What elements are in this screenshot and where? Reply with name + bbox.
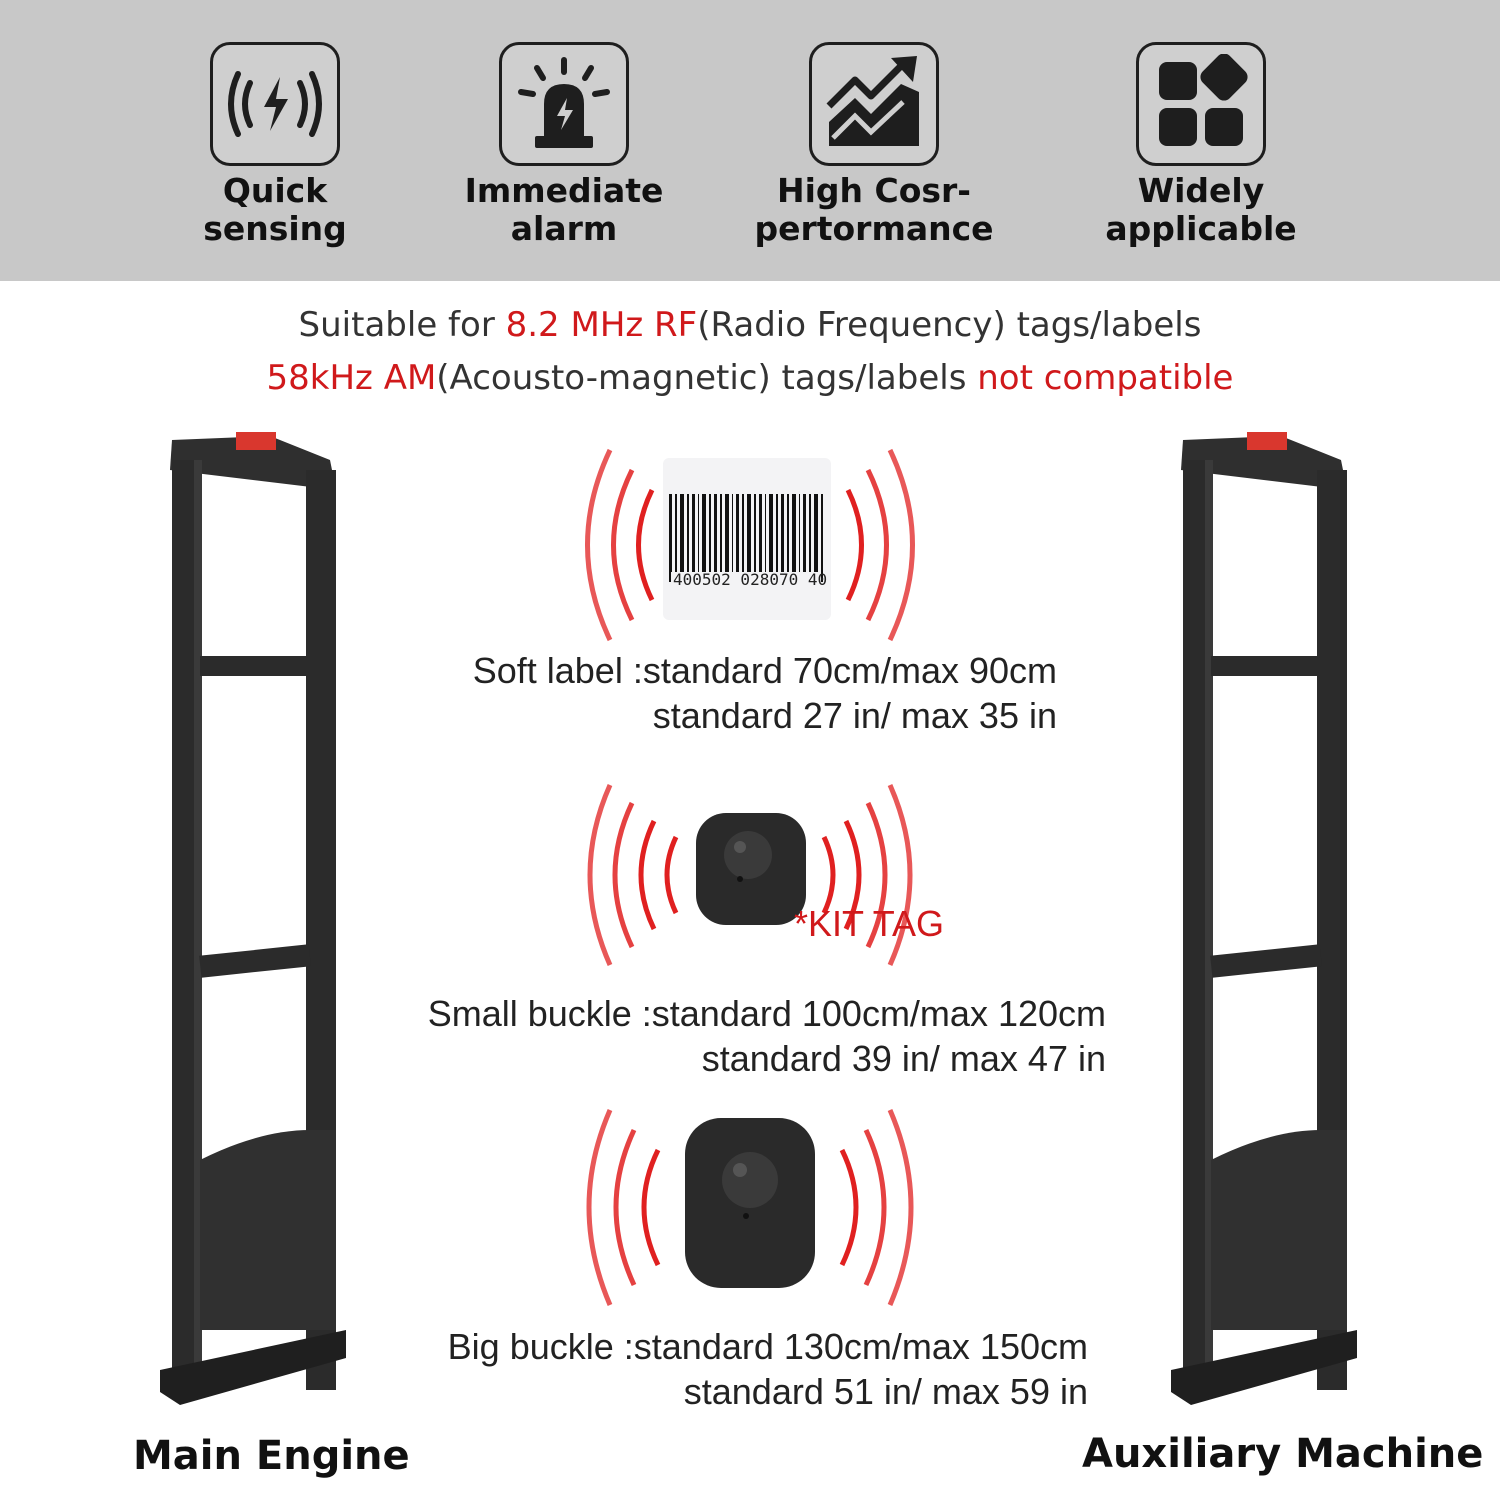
soft-label-signal-waves <box>585 448 915 642</box>
compat-highlight: 58kHz AM <box>266 358 437 398</box>
feature-immediate-alarm: Immediate alarm <box>434 42 694 248</box>
compatibility-line-2: 58kHz AM(Acousto-magnetic) tags/labels n… <box>0 358 1500 398</box>
feature-label: Quick sensing <box>203 171 347 248</box>
barcode-number: 400502 028070 40 <box>673 570 828 589</box>
spec-line: standard 51 in/ max 59 in <box>683 1371 1088 1412</box>
big-buckle-spec: Big buckle :standard 130cm/max 150cm sta… <box>360 1324 1088 1414</box>
feature-label: High Cosr- pertormance <box>754 171 994 248</box>
compat-text: (Acousto-magnetic) tags/labels <box>436 358 978 398</box>
feature-quick-sensing: Quick sensing <box>145 42 405 248</box>
alarm-light <box>1247 432 1287 450</box>
feature-label: Immediate alarm <box>464 171 664 248</box>
alarm-beacon-icon <box>499 42 629 166</box>
auxiliary-machine-gate-image <box>1171 432 1357 1405</box>
compat-highlight: 8.2 MHz RF <box>505 305 698 345</box>
soft-label-tag: 400502 028070 40 <box>663 458 831 620</box>
soft-label-spec: Soft label :standard 70cm/max 90cm stand… <box>360 648 1057 738</box>
spec-line: standard 27 in/ max 35 in <box>652 695 1057 736</box>
compat-text: Suitable for <box>298 305 506 345</box>
compat-text: (Radio Frequency) tags/labels <box>697 305 1202 345</box>
compatibility-line-1: Suitable for 8.2 MHz RF(Radio Frequency)… <box>0 305 1500 345</box>
spec-line: standard 39 in/ max 47 in <box>701 1038 1106 1079</box>
wireless-bolt-icon <box>210 42 340 166</box>
small-buckle-signal-waves <box>587 783 913 967</box>
apps-grid-icon <box>1136 42 1266 166</box>
auxiliary-machine-caption: Auxiliary Machine <box>1082 1431 1484 1477</box>
trend-chart-icon <box>809 42 939 166</box>
barcode-icon <box>669 494 823 594</box>
compat-warning: not compatible <box>977 358 1234 398</box>
big-buckle-signal-waves <box>586 1109 914 1306</box>
alarm-light <box>236 432 276 450</box>
spec-line: Big buckle :standard 130cm/max 150cm <box>447 1326 1088 1367</box>
small-buckle-spec: Small buckle :standard 100cm/max 120cm s… <box>340 991 1106 1081</box>
feature-widely-applicable: Widely applicable <box>1071 42 1331 248</box>
main-engine-caption: Main Engine <box>133 1433 410 1479</box>
main-engine-gate-image <box>160 432 346 1405</box>
feature-label: Widely applicable <box>1105 171 1297 248</box>
kit-tag-label: *KIT TAG <box>794 903 945 944</box>
spec-line: Soft label :standard 70cm/max 90cm <box>472 650 1057 691</box>
feature-high-performance: High Cosr- pertormance <box>744 42 1004 248</box>
spec-line: Small buckle :standard 100cm/max 120cm <box>427 993 1106 1034</box>
